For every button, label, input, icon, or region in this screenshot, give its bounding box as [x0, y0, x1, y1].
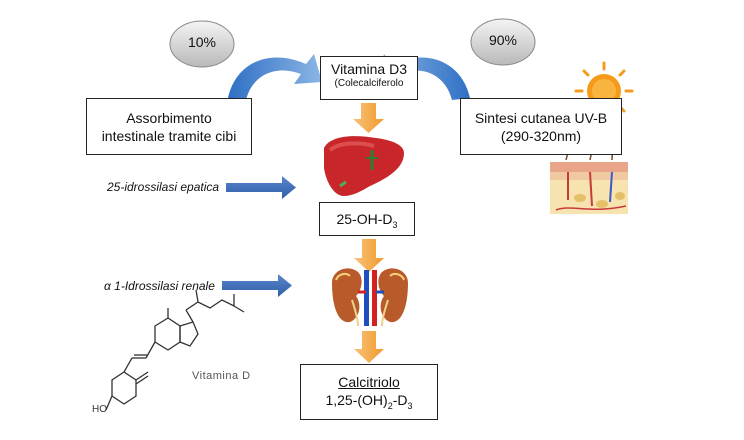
- badge-left: [169, 20, 235, 68]
- vitamin-d-molecule-label: Vitamina D: [192, 370, 251, 382]
- intestinal-absorption-box: Assorbimento intestinale tramite cibi: [86, 98, 252, 155]
- orange-arrow-1: [353, 103, 384, 133]
- molecule-ho-label: HO: [92, 404, 107, 415]
- liver-icon: [324, 136, 404, 196]
- skin-section-icon: [550, 137, 628, 214]
- intestinal-line-1: Assorbimento: [126, 110, 212, 126]
- badge-right: [470, 18, 536, 66]
- blue-arrow-renal: [222, 274, 292, 297]
- vitamin-d3-title: Vitamina D3: [330, 61, 407, 77]
- oh-d3-box: 25-OH-D3: [319, 202, 415, 236]
- curved-arrow-left: [228, 54, 322, 100]
- vitamin-d3-subtitle: (Colecalciferolo: [334, 78, 404, 89]
- hepatic-enzyme-label: 25-idrossilasi epatica: [107, 180, 220, 194]
- intestinal-line-2: intestinale tramite cibi: [101, 128, 237, 144]
- calcitriolo-title: Calcitriolo: [338, 374, 400, 390]
- formula-sub-1: 2: [387, 400, 393, 411]
- skin-synthesis-box: Sintesi cutanea UV-B (290-320nm): [460, 98, 622, 155]
- renal-enzyme-label: α 1-Idrossilasi renale: [104, 279, 215, 293]
- skin-line-2: (290-320nm): [500, 128, 582, 144]
- blue-arrow-hepatic: [226, 176, 296, 199]
- skin-line-1: Sintesi cutanea UV-B: [474, 110, 608, 126]
- calcitriolo-formula: 1,25-(OH)2-D3: [301, 391, 437, 415]
- orange-arrow-3: [354, 331, 384, 363]
- oh-d3-main: 25-OH-D: [336, 211, 393, 227]
- kidneys-icon: [332, 268, 408, 327]
- oh-d3-subscript: 3: [392, 219, 398, 230]
- vitamin-d-molecule: [105, 289, 245, 411]
- formula-part-2: -D: [392, 392, 408, 408]
- badge-left-label: 10%: [187, 34, 217, 50]
- calcitriolo-box: Calcitriolo 1,25-(OH)2-D3: [300, 364, 438, 420]
- formula-part-1: 1,25-(OH): [325, 392, 388, 408]
- badge-right-label: 90%: [488, 32, 518, 48]
- orange-arrow-2: [354, 239, 384, 272]
- oh-d3-label: 25-OH-D3: [320, 211, 414, 230]
- vitamin-d3-box: Vitamina D3 (Colecalciferolo: [320, 56, 418, 100]
- formula-sub-2: 3: [407, 400, 413, 411]
